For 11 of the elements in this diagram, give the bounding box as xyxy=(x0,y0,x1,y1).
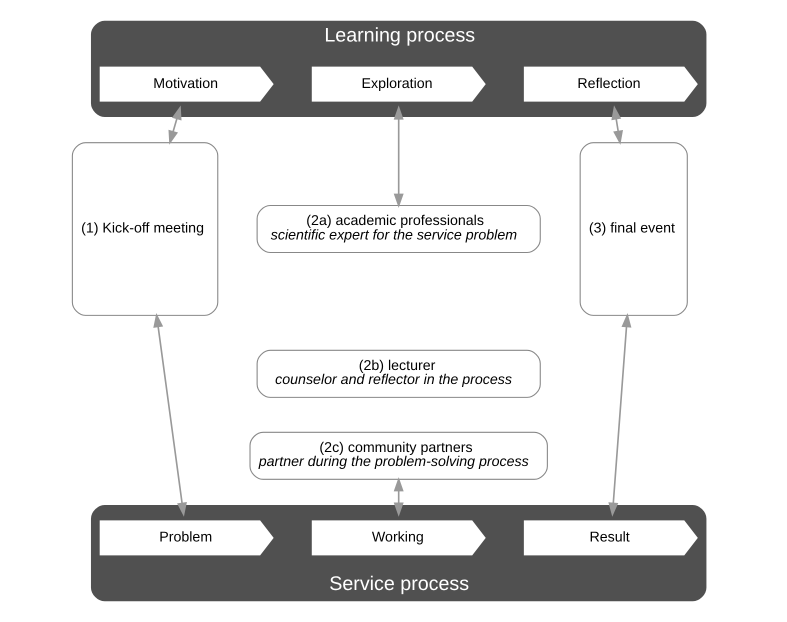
node-box: (2b) lecturer counselor and reflector in the process xyxy=(256,350,541,398)
arrow xyxy=(168,105,182,145)
arrow xyxy=(394,477,404,517)
arrow xyxy=(611,105,624,145)
node-box: (2c) community partners partner during the problem-solving process xyxy=(249,432,548,480)
arrow xyxy=(153,313,187,517)
node-box: (2a) academic professionals scientific expert for the service problem xyxy=(256,204,541,254)
arrow xyxy=(608,313,632,517)
node-box: (3) final event xyxy=(580,142,688,316)
arrow xyxy=(394,105,404,208)
node-box: (1) Kick-off meeting xyxy=(72,142,218,316)
